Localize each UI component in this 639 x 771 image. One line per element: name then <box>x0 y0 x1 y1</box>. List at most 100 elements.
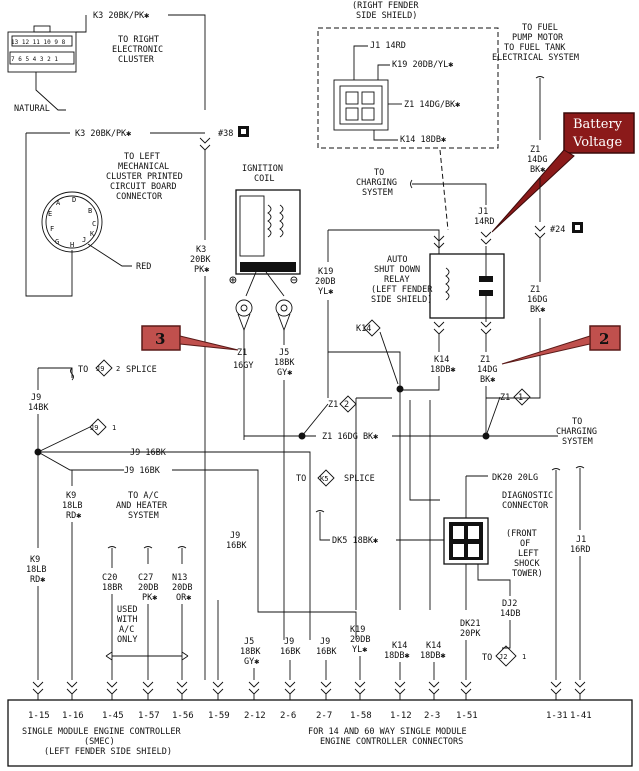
k9-1: K9 <box>66 491 76 501</box>
k19-vert-3: YL✱ <box>318 287 333 297</box>
k19-yl-label: K19 20DB/YL✱ <box>392 60 453 70</box>
j5-low-2: 18BK <box>240 647 261 657</box>
j9-diamond-1 <box>89 418 107 436</box>
k14-box-label: K14 <box>356 324 371 334</box>
asd-relay <box>429 246 505 322</box>
j9-14bk-2: 14BK <box>28 403 49 413</box>
smec-left-1: SINGLE MODULE ENGINE CONTROLLER <box>22 727 182 737</box>
to-j9-label: TO <box>78 365 88 375</box>
chevron-1-51 <box>460 681 472 700</box>
junction-z1-right <box>482 432 490 440</box>
natural-label: NATURAL <box>14 104 50 114</box>
chevron-2-3 <box>428 681 440 700</box>
z1-right-2: 16DG <box>527 295 547 305</box>
z1-top-2: 14DG <box>527 155 547 165</box>
to-charging-2c: SYSTEM <box>562 437 593 447</box>
ground-24-icon <box>572 222 583 233</box>
k19-vert-2: 20DB <box>315 277 335 287</box>
battery-voltage-2: Voltage <box>572 135 622 150</box>
front-shock-5: TOWER) <box>512 569 543 579</box>
right-fender-2: SIDE SHIELD) <box>356 11 417 21</box>
z1-low-1: Z1 <box>480 355 490 365</box>
c27-3: PK✱ <box>142 593 157 603</box>
j1-14rd-label: J1 14RD <box>370 41 406 51</box>
chevron-1-31 <box>550 681 562 700</box>
j1-vert-2: 14RD <box>474 217 494 227</box>
k14-low1-1: K14 <box>392 641 407 651</box>
callout-2: 2 <box>599 330 609 348</box>
j9-box2-pin: 2 <box>116 365 120 373</box>
k14-vert-1: K14 <box>434 355 449 365</box>
used-3: A/C <box>119 625 134 635</box>
k19-vert-1: K19 <box>318 267 333 277</box>
smec-box <box>7 699 633 767</box>
z1-top-3: BK✱ <box>530 165 545 175</box>
z1-box1-pin: 1 <box>518 393 523 403</box>
smec-pin-1-16: 1-16 <box>62 711 84 721</box>
z1-16dg-h-label: Z1 16DG BK✱ <box>322 432 378 442</box>
chevron-1-12 <box>394 681 406 700</box>
cluster-pins-row1: 13 12 11 10 9 8 <box>11 39 66 46</box>
dk21-1: DK21 <box>460 619 480 629</box>
k5-splice-label: SPLICE <box>344 474 375 484</box>
to-charging-1b: CHARGING <box>356 178 397 188</box>
j2-pin: 1 <box>522 653 526 661</box>
j9-box2-label: J9 <box>96 365 104 373</box>
asd-relay-2: SHUT DOWN <box>374 265 420 275</box>
k3-top-label: K3 20BK/PK✱ <box>93 11 149 21</box>
smec-pin-1-45: 1-45 <box>102 711 124 721</box>
ground-24-label: #24 <box>550 225 565 235</box>
to-fuel-pump-2: PUMP MOTOR <box>512 33 564 43</box>
z1-top-1: Z1 <box>530 145 540 155</box>
smec-pin-1-31: 1-31 <box>546 711 568 721</box>
front-shock-2: OF <box>520 539 530 549</box>
smec-pin-2-12: 2-12 <box>244 711 266 721</box>
chevron-2-7 <box>320 681 332 700</box>
c20-1: C20 <box>102 573 117 583</box>
k19-low-1: K19 <box>350 625 365 635</box>
round-pin-e: E <box>48 210 52 218</box>
dk21-2: 20PK <box>460 629 481 639</box>
smec-pin-1-41: 1-41 <box>570 711 592 721</box>
splice-label: SPLICE <box>126 365 157 375</box>
smec-left-2: (SMEC) <box>84 737 115 747</box>
smec-right-2: ENGINE CONTROLLER CONNECTORS <box>320 737 463 747</box>
chevron-2-12 <box>248 681 260 700</box>
to-ac-3: SYSTEM <box>128 511 159 521</box>
to-left-cluster-2: MECHANICAL <box>118 162 169 172</box>
chevron-1-56 <box>176 681 188 700</box>
j9-low2-1: J9 <box>320 637 330 647</box>
z1-low-2: 14DG <box>477 365 497 375</box>
to-charging-1c: SYSTEM <box>362 188 393 198</box>
smec-left-3: (LEFT FENDER SIDE SHIELD) <box>44 747 172 757</box>
chevron-1-41 <box>574 681 586 700</box>
k9-low-2: 18LB <box>26 565 46 575</box>
coil-terminals <box>235 299 293 332</box>
diag-conn-2: CONNECTOR <box>502 501 549 511</box>
used-with-ac-bg <box>114 604 144 648</box>
round-pin-c: C <box>92 220 96 228</box>
j2-diamond <box>495 645 517 667</box>
j9-low1-2: 16BK <box>280 647 301 657</box>
battery-voltage-arrow <box>491 149 575 233</box>
c27-2: 20DB <box>138 583 158 593</box>
diagnostic-connector <box>443 517 489 565</box>
smec-pin-2-3: 2-3 <box>424 711 440 721</box>
to-left-cluster-5: CONNECTOR <box>116 192 163 202</box>
z1-low-3: BK✱ <box>480 375 495 385</box>
callout-3-arrow <box>179 335 239 351</box>
k5-diamond <box>317 469 335 487</box>
z1-box2-pin: 2 <box>344 400 349 410</box>
round-pin-g: G <box>55 238 59 246</box>
chevron-2-6 <box>284 681 296 700</box>
j9-low1-1: J9 <box>284 637 294 647</box>
to-j2-label: TO <box>482 653 492 663</box>
battery-voltage-1: Battery <box>573 117 623 132</box>
asd-relay-4: (LEFT FENDER <box>371 285 433 295</box>
j9-14bk-1: J9 <box>31 393 41 403</box>
to-fuel-pump-3: TO FUEL TANK <box>504 43 566 53</box>
round-pin-h: H <box>70 241 74 249</box>
j9-16bk-2-label: J9 16BK <box>124 466 161 476</box>
to-fuel-pump-4: ELECTRICAL SYSTEM <box>492 53 579 63</box>
cluster-pins-row2: 7 6 5 4 3 2 1 <box>11 56 58 63</box>
